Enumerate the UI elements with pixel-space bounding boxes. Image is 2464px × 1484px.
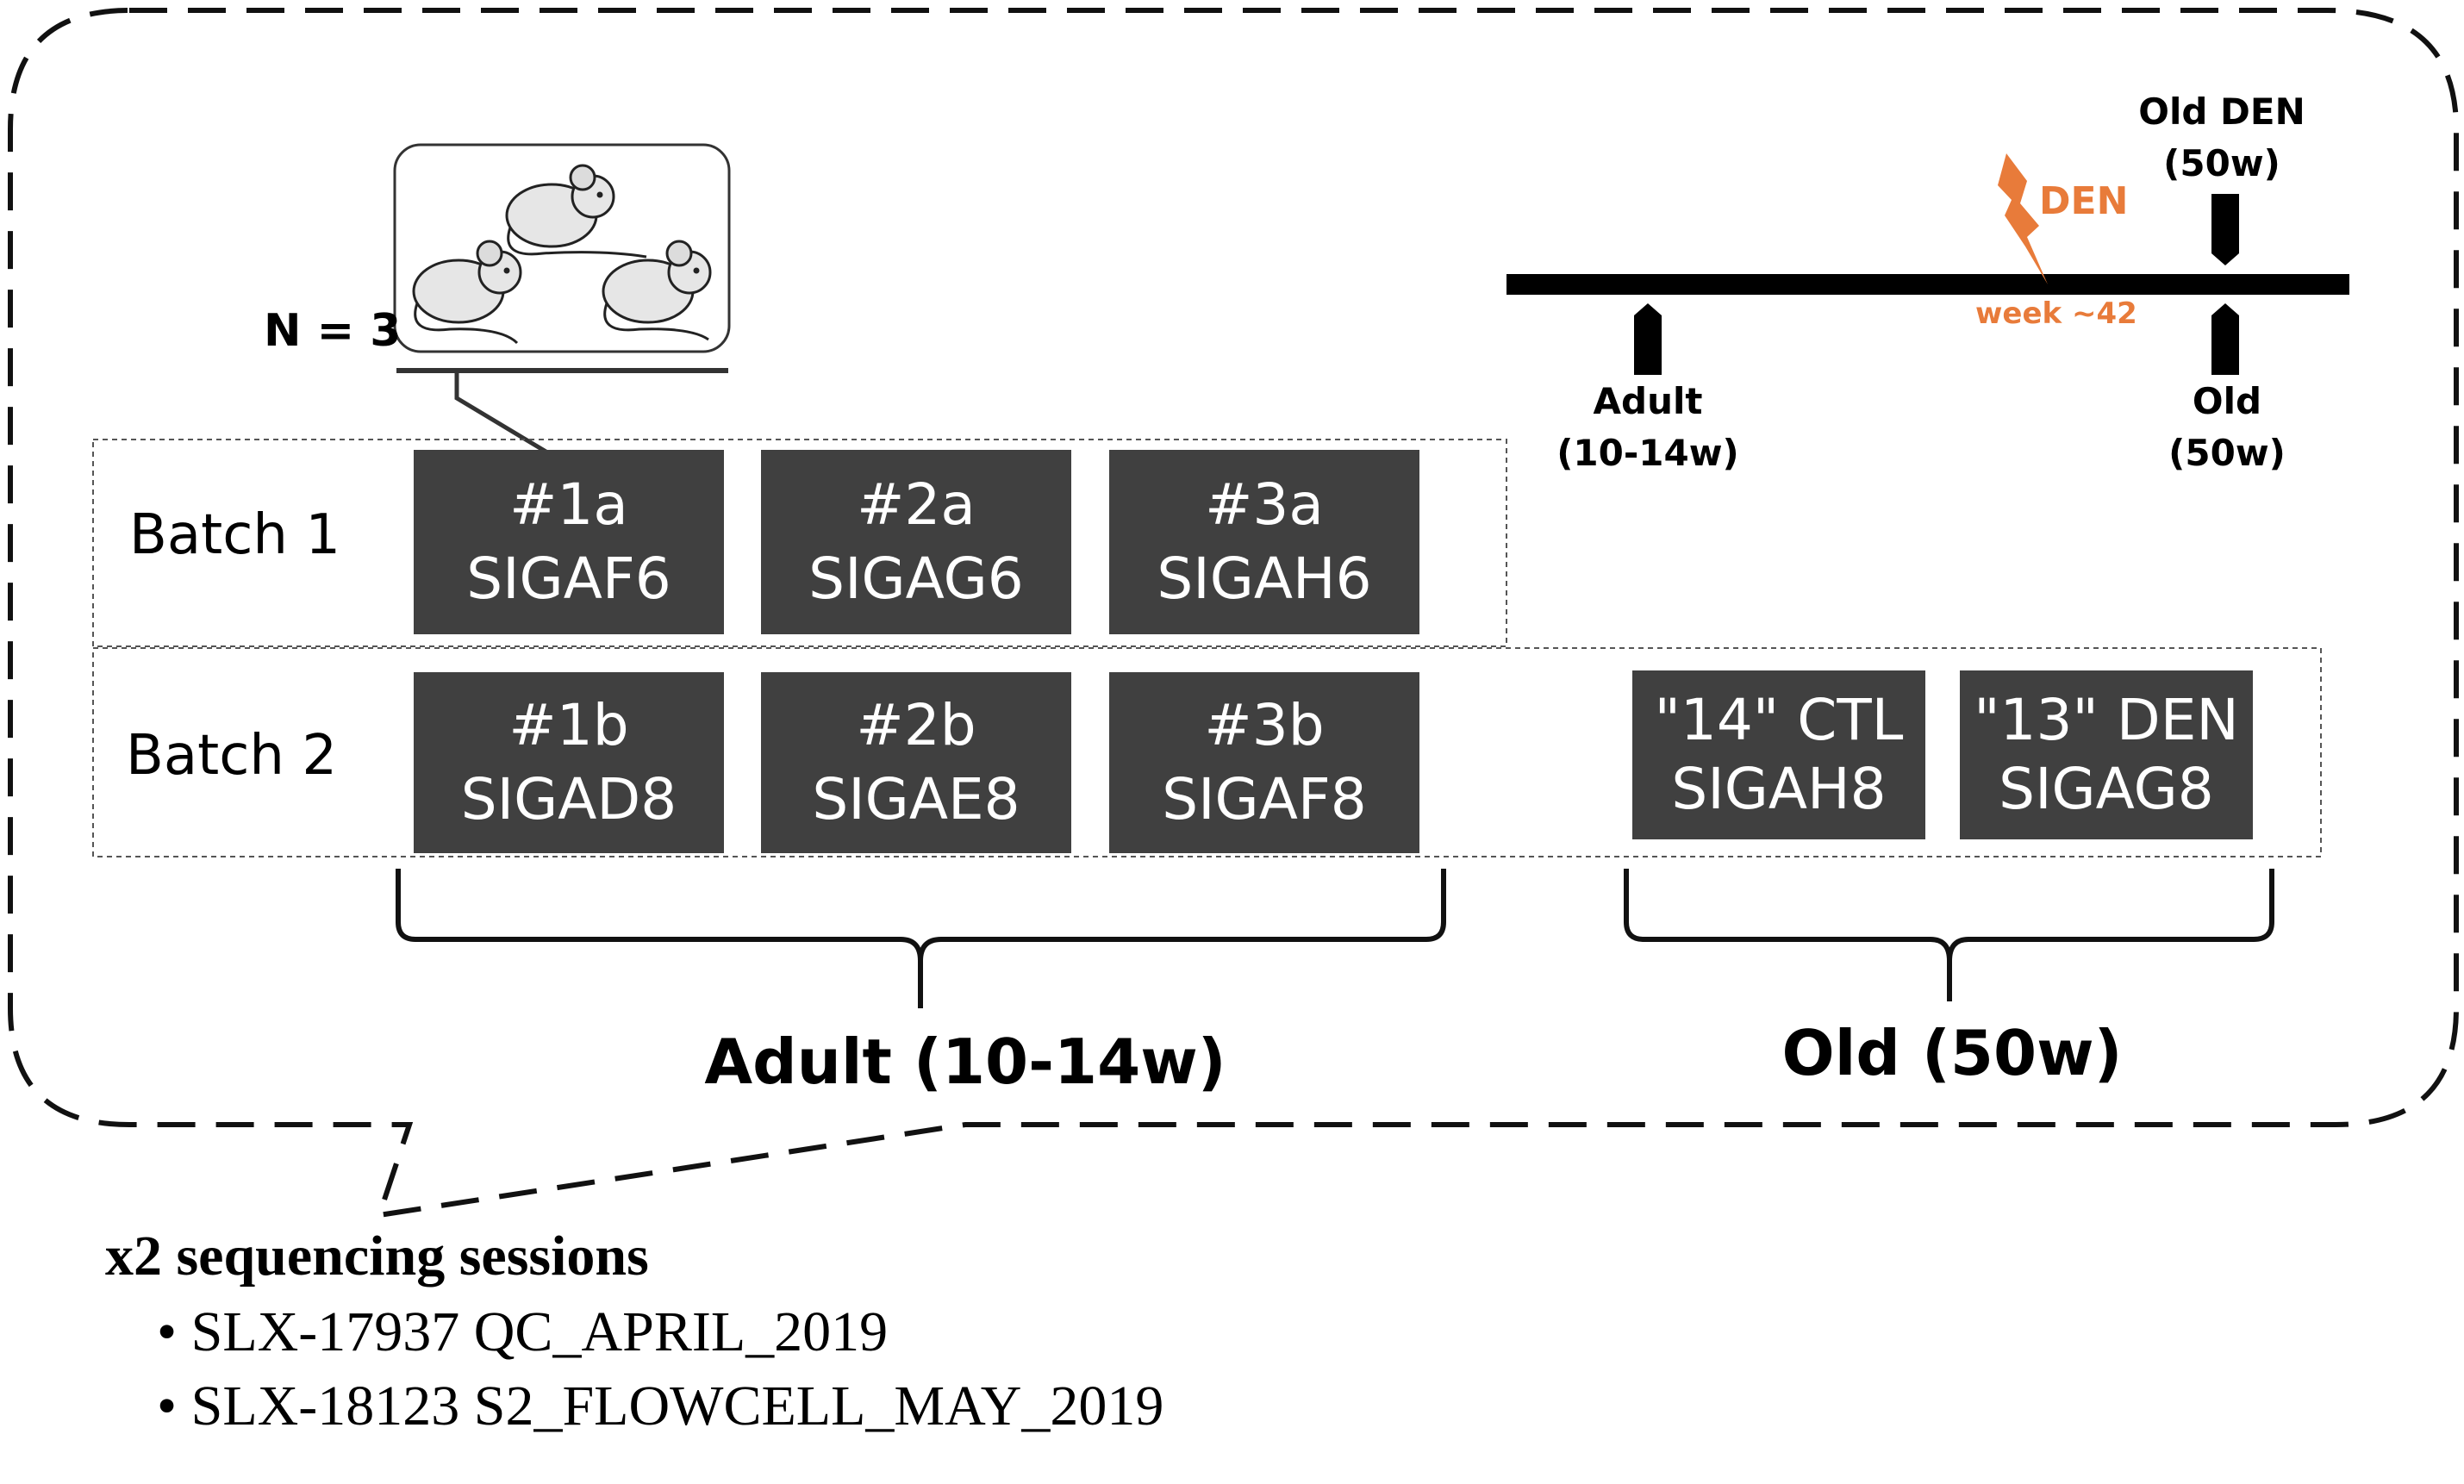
adult-line2: (10-14w) xyxy=(1556,432,1739,474)
batch-2-label: Batch 2 xyxy=(126,724,338,788)
den-label: DEN xyxy=(2039,179,2129,223)
timeline-adult-label: Adult (10-14w) xyxy=(1556,376,1739,479)
adult-line1: Adult xyxy=(1593,380,1703,422)
callout-frame xyxy=(8,8,2459,1219)
sample-box-1b: #1b SIGAD8 xyxy=(414,672,724,853)
bullet-icon: • xyxy=(157,1375,178,1437)
old-group-label: Old (50w) xyxy=(1781,1017,2123,1089)
timeline-bar xyxy=(1506,274,2349,295)
session-item: • SLX-17937 QC_APRIL_2019 xyxy=(157,1300,888,1365)
sample-code: SIGAH6 xyxy=(1157,546,1372,612)
sample-code: SIGAG6 xyxy=(808,546,1024,612)
old-brace xyxy=(1624,869,2274,1001)
sample-code: SIGAH8 xyxy=(1671,756,1887,822)
adult-brace xyxy=(396,869,1446,1008)
sample-box-3a: #3a SIGAH6 xyxy=(1109,450,1419,634)
sample-code: SIGAG8 xyxy=(1999,756,2214,822)
sample-id: "14" CTL xyxy=(1654,687,1904,753)
old-line2: (50w) xyxy=(2168,432,2286,474)
adult-group-label: Adult (10-14w) xyxy=(704,1026,1226,1098)
sample-code: SIGAE8 xyxy=(812,766,1020,832)
batch-1-box xyxy=(92,439,1507,647)
old-marker xyxy=(2211,303,2239,375)
sample-id: #1b xyxy=(508,692,629,758)
batch-2-box xyxy=(92,647,2322,857)
sample-box-3b: #3b SIGAF8 xyxy=(1109,672,1419,853)
den-lightning-icon xyxy=(1998,153,2048,284)
old-line1: Old xyxy=(2192,380,2262,422)
sample-box-2b: #2b SIGAE8 xyxy=(761,672,1071,853)
session-text: SLX-17937 QC_APRIL_2019 xyxy=(190,1300,889,1363)
cage-connector xyxy=(454,371,549,455)
sample-id: #3a xyxy=(1205,471,1324,538)
adult-marker xyxy=(1634,303,1662,375)
old-den-line2: (50w) xyxy=(2163,142,2280,184)
sample-box-14-ctl: "14" CTL SIGAH8 xyxy=(1632,670,1925,839)
mouse-icon xyxy=(412,240,522,345)
sample-id: "13" DEN xyxy=(1974,687,2239,753)
batch-1-label: Batch 1 xyxy=(129,503,341,567)
old-den-marker xyxy=(2211,194,2239,265)
sessions-title: x2 sequencing sessions xyxy=(105,1225,649,1288)
sample-code: SIGAD8 xyxy=(460,766,677,832)
sample-box-13-den: "13" DEN SIGAG8 xyxy=(1960,670,2253,839)
mouse-icon xyxy=(602,240,712,341)
bullet-icon: • xyxy=(157,1300,178,1363)
sample-box-1a: #1a SIGAF6 xyxy=(414,450,724,634)
sample-id: #2a xyxy=(857,471,976,538)
timeline-old-den-label: Old DEN (50w) xyxy=(2138,86,2305,190)
sample-box-2a: #2a SIGAG6 xyxy=(761,450,1071,634)
old-den-line1: Old DEN xyxy=(2138,90,2305,133)
n-label: N = 3 xyxy=(264,305,402,357)
session-item: • SLX-18123 S2_FLOWCELL_MAY_2019 xyxy=(157,1374,1163,1439)
sample-code: SIGAF8 xyxy=(1162,766,1367,832)
mouse-icon xyxy=(505,164,647,259)
sample-id: #1a xyxy=(509,471,628,538)
sample-id: #3b xyxy=(1204,692,1325,758)
den-time-label: week ~42 xyxy=(1975,296,2137,331)
session-text: SLX-18123 S2_FLOWCELL_MAY_2019 xyxy=(190,1375,1164,1437)
timeline-old-label: Old (50w) xyxy=(2168,376,2286,479)
sample-code: SIGAF6 xyxy=(466,546,671,612)
sample-id: #2b xyxy=(856,692,976,758)
